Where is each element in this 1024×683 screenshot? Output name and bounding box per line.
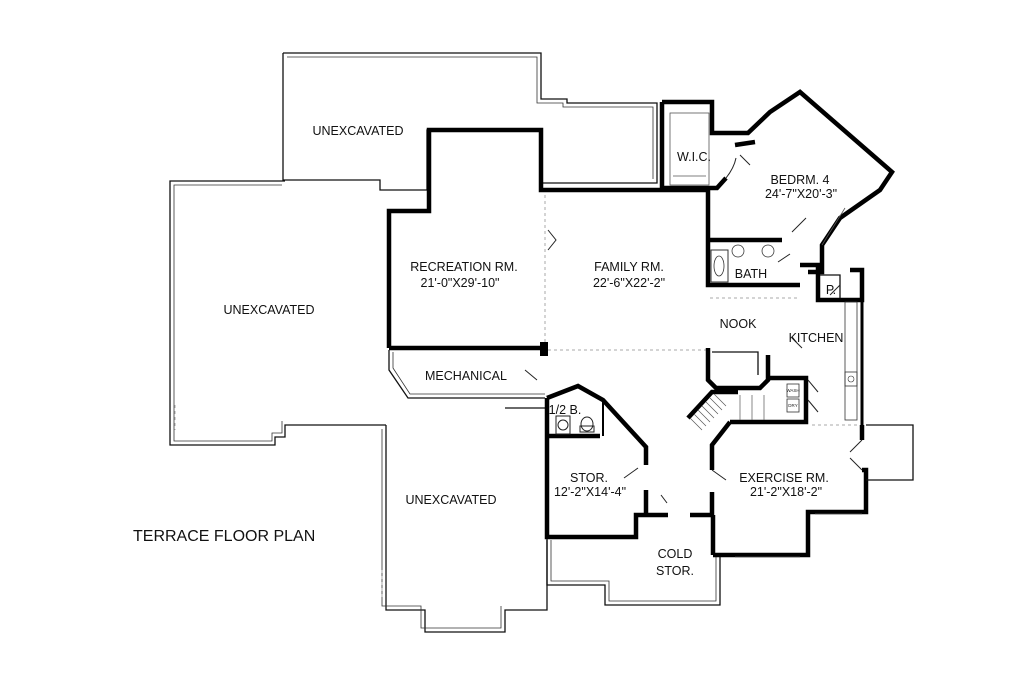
label-exercise-dims: 21'-2"X18'-2" <box>750 485 822 499</box>
label-mechanical: MECHANICAL <box>425 369 507 383</box>
label-half-bath: 1/2 B. <box>549 403 582 417</box>
label-unexcavated-top: UNEXCAVATED <box>313 124 404 138</box>
label-family-name: FAMILY RM. <box>594 260 664 274</box>
label-bedroom-dims: 24'-7"X20'-3" <box>765 187 837 201</box>
label-recreation-dims: 21'-0"X29'-10" <box>421 276 500 290</box>
patio-box <box>866 424 914 481</box>
label-unexcavated-bottom: UNEXCAVATED <box>406 493 497 507</box>
storage-walls <box>544 383 668 540</box>
label-dry: DRY <box>788 403 797 408</box>
label-pantry: P. <box>826 283 836 297</box>
plan-title: TERRACE FLOOR PLAN <box>133 528 315 545</box>
label-bath: BATH <box>735 267 767 281</box>
label-recreation-name: RECREATION RM. <box>410 260 517 274</box>
unexcavated-bottom-outline <box>381 407 548 633</box>
label-stor-name: STOR. <box>570 471 608 485</box>
recreation-walls <box>386 127 708 351</box>
label-unexcavated-left: UNEXCAVATED <box>224 303 315 317</box>
unexcavated-left-outline <box>169 180 386 446</box>
label-exercise-name: EXERCISE RM. <box>739 471 829 485</box>
stairs <box>686 389 765 431</box>
bath-walls <box>705 237 800 299</box>
exercise-walls <box>709 420 869 558</box>
label-stor-dims: 12'-2"X14'-4" <box>554 485 626 499</box>
bedroom-walls <box>659 89 895 275</box>
label-cold-stor-line1: COLD <box>658 547 693 561</box>
unexcavated-top-outline <box>282 52 658 191</box>
cold-storage-walls <box>546 512 730 606</box>
mechanical-walls <box>388 342 548 399</box>
label-kitchen: KITCHEN <box>789 331 844 345</box>
label-bedroom-name: BEDRM. 4 <box>770 173 829 187</box>
label-wic: W.I.C. <box>677 150 711 164</box>
label-family-dims: 22'-6"X22'-2" <box>593 276 665 290</box>
label-cold-stor-line2: STOR. <box>656 564 694 578</box>
label-wash: WASH <box>786 388 799 393</box>
label-nook: NOOK <box>720 317 757 331</box>
kitchen-walls <box>705 262 865 426</box>
